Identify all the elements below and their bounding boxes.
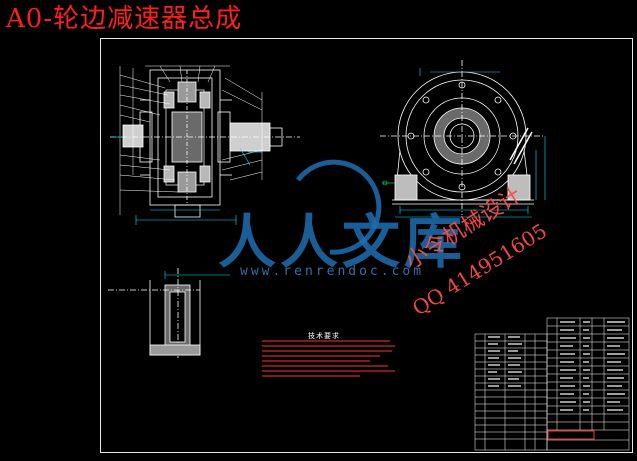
drawing-sheet-border — [100, 38, 633, 453]
watermark-brand: 人人文库 — [218, 208, 467, 276]
end-view — [380, 60, 545, 215]
tech-requirements-heading: 技术要求 — [308, 332, 340, 340]
detail-dimension — [164, 271, 230, 279]
balloon-leaders-right — [221, 77, 263, 181]
detail-section-view — [108, 268, 201, 358]
drawing-title: A0-轮边减速器总成 — [6, 4, 243, 34]
watermark-logo-ring — [296, 159, 382, 255]
dimension-lines-end — [382, 68, 546, 218]
tech-requirements-lines — [262, 340, 395, 377]
title-block-red-cell — [547, 430, 595, 440]
watermark-domain: www.renrendoc.com — [240, 264, 425, 279]
bom-cell-text-marks — [488, 321, 625, 411]
dimension-lines-main — [110, 136, 262, 225]
balloon-leaders-left — [119, 66, 179, 215]
bom-table — [474, 317, 630, 451]
top-leaders — [145, 65, 230, 83]
